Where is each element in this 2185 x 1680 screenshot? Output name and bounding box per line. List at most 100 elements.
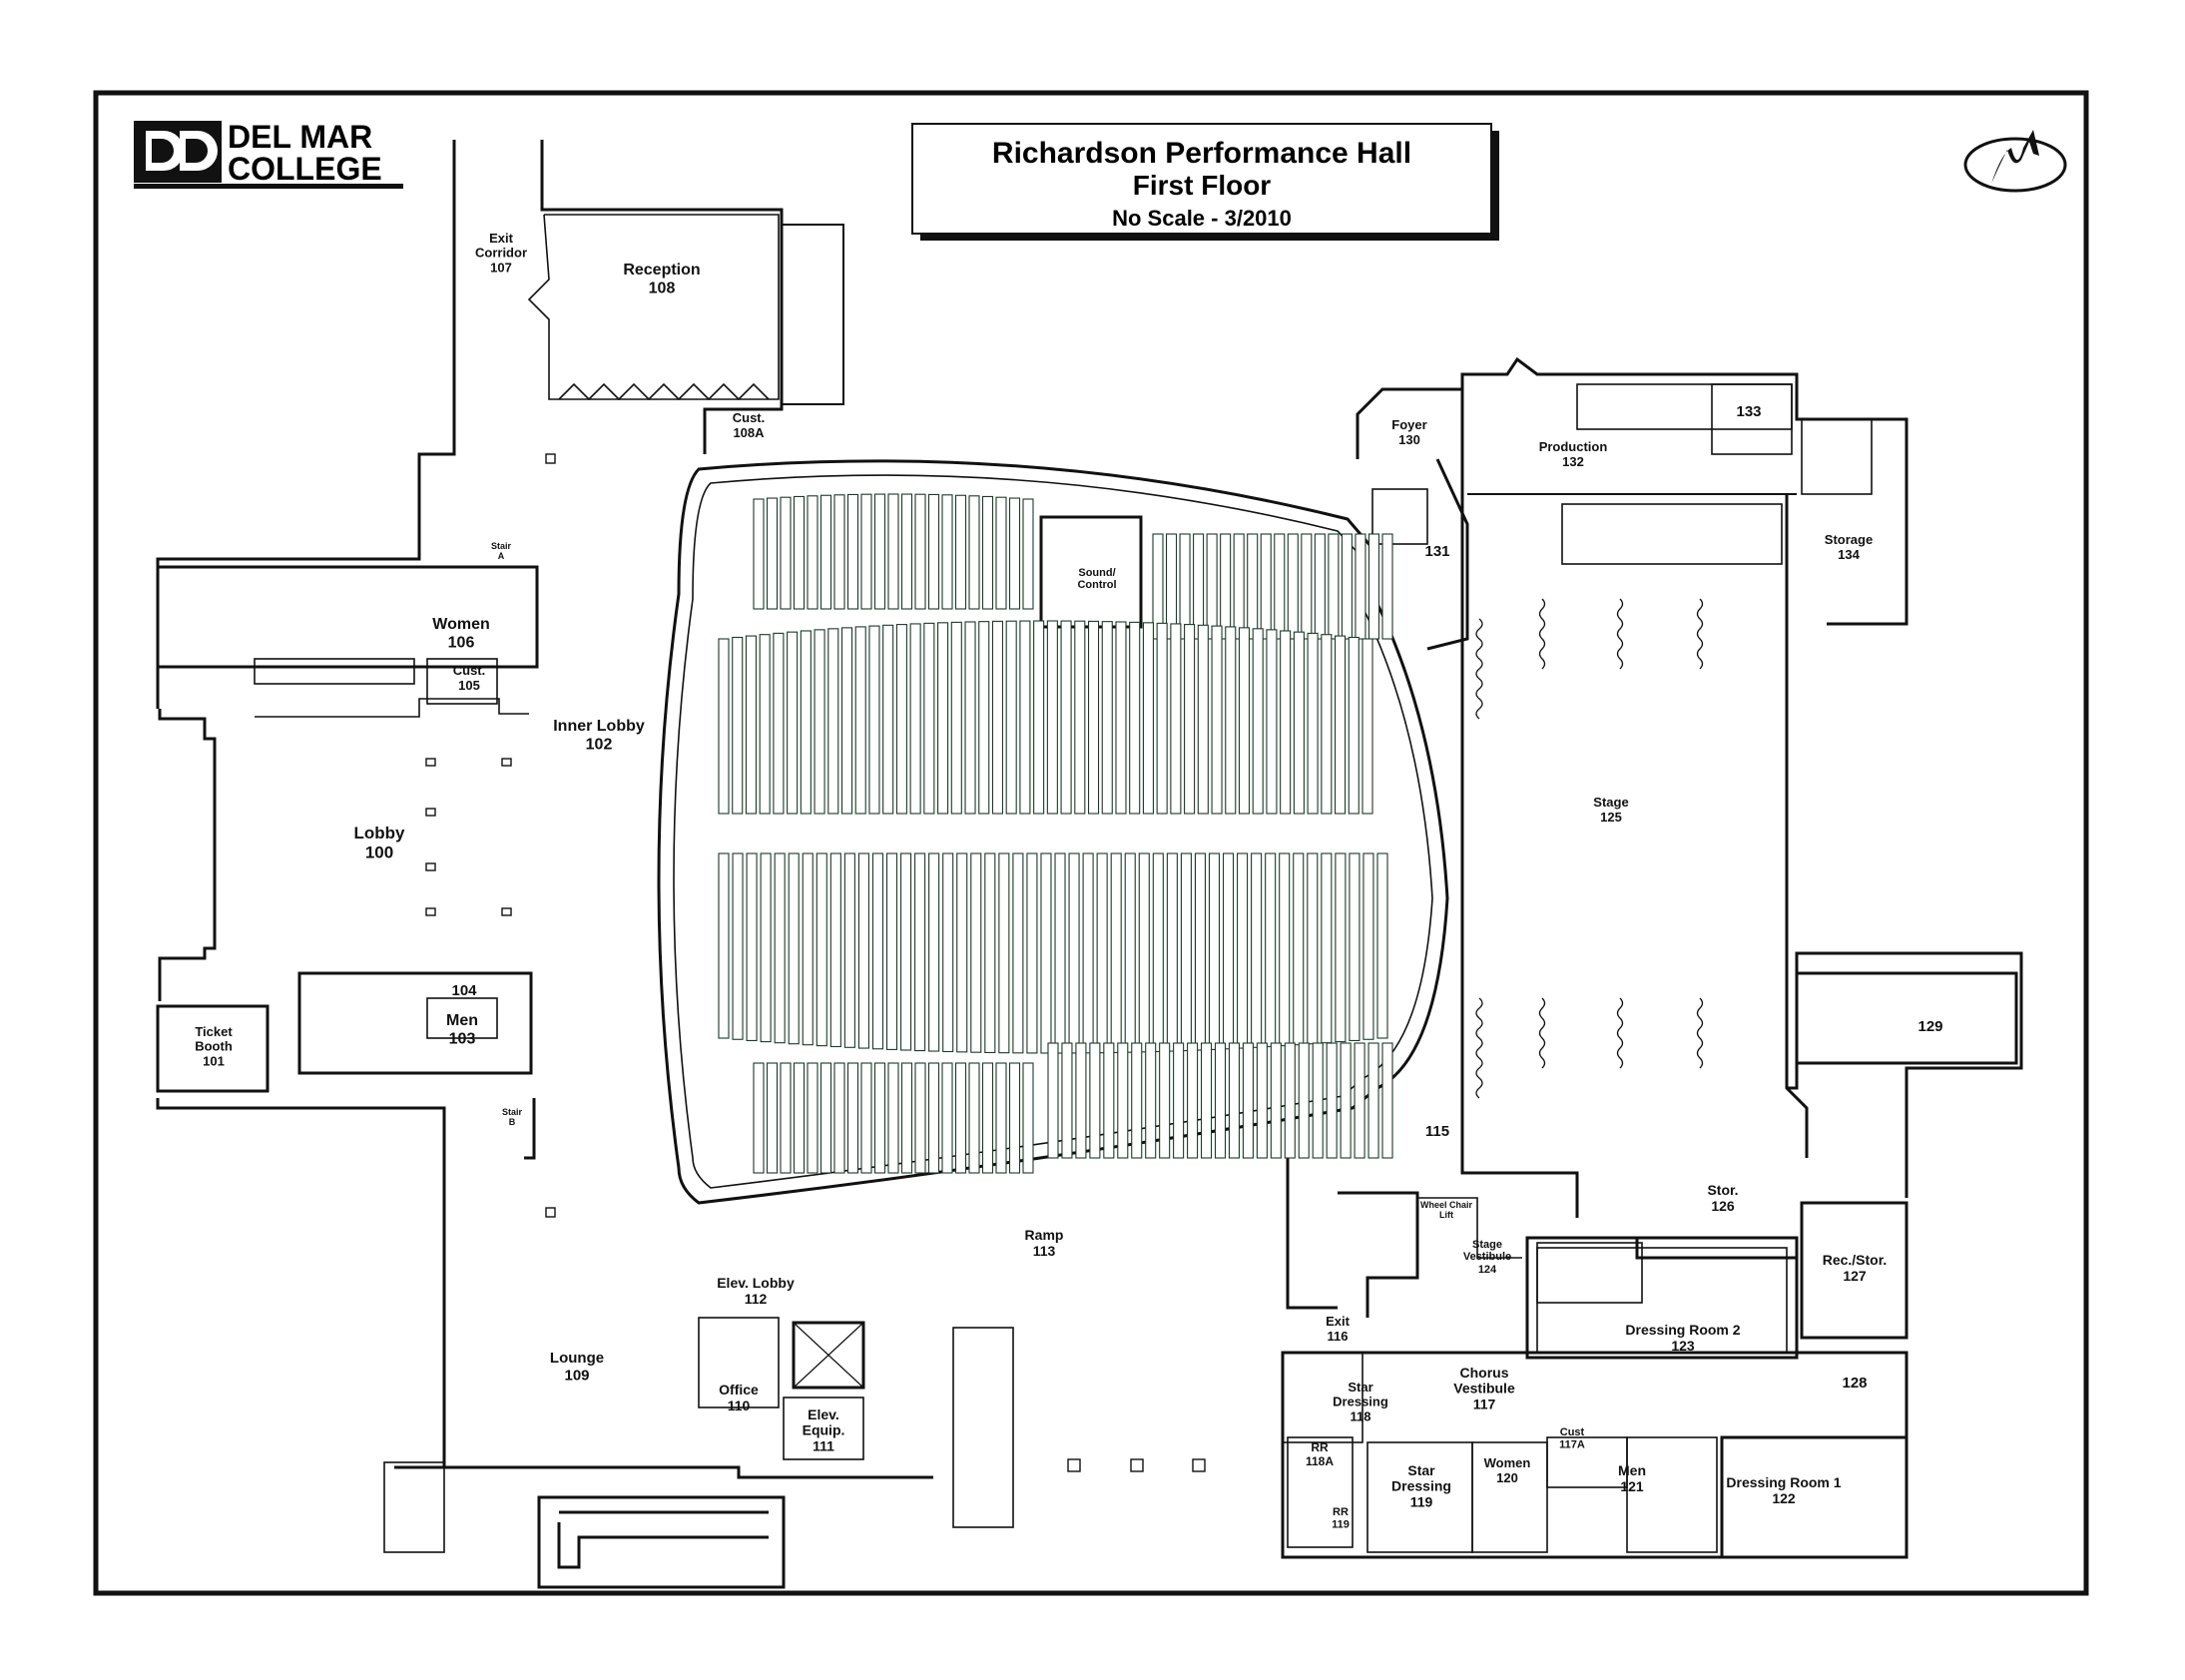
seat-row — [718, 852, 730, 1039]
seat-row — [807, 1062, 819, 1174]
seat-row — [1225, 626, 1237, 815]
room-number: 108 — [649, 280, 676, 296]
room-name: Men — [1618, 1462, 1646, 1478]
seat-row — [1089, 1042, 1101, 1159]
room-name: RR — [1333, 1506, 1349, 1518]
room-number: 134 — [1838, 547, 1860, 562]
room-label-room-115: 115 — [1425, 1123, 1449, 1140]
seat-row — [718, 638, 730, 815]
seat-row — [1266, 629, 1278, 815]
seat-row — [1363, 852, 1374, 1040]
seat-row — [954, 494, 967, 610]
room-name: Women — [1484, 1455, 1531, 1470]
seat-row — [788, 852, 800, 1045]
seat-row — [1341, 533, 1353, 640]
seat-row — [816, 852, 827, 1047]
room-number: 116 — [1328, 1329, 1349, 1344]
walls — [156, 140, 2023, 1589]
room-number: 126 — [1711, 1198, 1735, 1214]
seat-row — [846, 493, 859, 610]
seat-row — [1279, 852, 1291, 1047]
seat-row — [1180, 852, 1192, 1052]
room-number: 100 — [365, 843, 393, 862]
room-number: 123 — [1671, 1338, 1695, 1354]
room-label-elev-equip-111: Elev.Equip.111 — [803, 1406, 845, 1454]
seat-row — [1321, 852, 1333, 1044]
room-name: Dressing — [1391, 1477, 1451, 1493]
seat-row — [829, 852, 841, 1048]
room-number: 120 — [1496, 1470, 1518, 1485]
seat-row — [1265, 852, 1277, 1048]
room-name: Cust. — [733, 410, 766, 425]
seat-row — [1270, 1042, 1282, 1159]
room-name: Vestibule — [1463, 1251, 1511, 1263]
room-name: Stair — [491, 541, 512, 551]
room-name: Stage — [1472, 1239, 1502, 1251]
seat-row — [1074, 620, 1086, 815]
seat-row — [1260, 533, 1272, 640]
seat-row — [1340, 1042, 1352, 1159]
seat-row — [860, 493, 872, 610]
room-name: Corridor — [475, 245, 527, 260]
seat-row — [833, 494, 845, 610]
room-number: 119 — [1332, 1519, 1350, 1531]
stage-fly-lines — [1475, 598, 1704, 1099]
room-label-room-104: 104 — [451, 982, 477, 999]
seat-row — [1252, 628, 1264, 815]
room-number: 133 — [1736, 403, 1761, 420]
seat-row — [1208, 852, 1221, 1050]
seat-row — [793, 495, 806, 610]
seat-row — [1194, 852, 1206, 1051]
seat-row — [1237, 852, 1249, 1049]
room-label-cust-105: Cust.105 — [453, 663, 486, 693]
room-label-sound-control: Sound/Control — [1077, 567, 1116, 591]
room-number: 122 — [1772, 1490, 1796, 1506]
room-number: 112 — [745, 1291, 768, 1307]
seat-row — [1293, 852, 1305, 1046]
title-block: Richardson Performance Hall First Floor … — [911, 123, 1499, 241]
room-number: 129 — [1917, 1018, 1942, 1035]
seat-row — [968, 1062, 980, 1174]
room-name: Sound/ — [1078, 567, 1115, 579]
seat-row — [928, 852, 940, 1052]
seat-row — [1005, 620, 1017, 815]
logo-line1: DEL MAR — [228, 119, 372, 155]
room-name: Exit — [489, 231, 514, 246]
seat-row — [1054, 852, 1066, 1054]
seat-row — [873, 1062, 886, 1174]
room-name: Men — [446, 1012, 478, 1029]
seat-row — [914, 852, 926, 1052]
room-name: Production — [1539, 439, 1608, 454]
seat-row — [1159, 1042, 1171, 1159]
seat-row — [854, 626, 866, 815]
room-number: 110 — [728, 1398, 751, 1413]
seat-row — [780, 1062, 792, 1174]
room-name: Cust — [1560, 1426, 1585, 1438]
room-name: Foyer — [1391, 417, 1426, 432]
north-arrow-icon — [1963, 130, 2067, 193]
room-number: 125 — [1600, 810, 1622, 825]
seat-row — [1193, 533, 1205, 640]
room-label-rec-stor-127: Rec./Stor.127 — [1823, 1252, 1888, 1284]
seat-row — [819, 494, 832, 610]
seating — [718, 493, 1393, 1174]
seat-row — [1238, 627, 1251, 815]
seat-row — [1012, 852, 1024, 1054]
seat-row — [1173, 1042, 1185, 1159]
seat-row — [954, 1062, 967, 1174]
room-name: Ticket — [195, 1024, 233, 1039]
room-number: 106 — [448, 634, 475, 651]
seat-row — [1156, 622, 1168, 815]
